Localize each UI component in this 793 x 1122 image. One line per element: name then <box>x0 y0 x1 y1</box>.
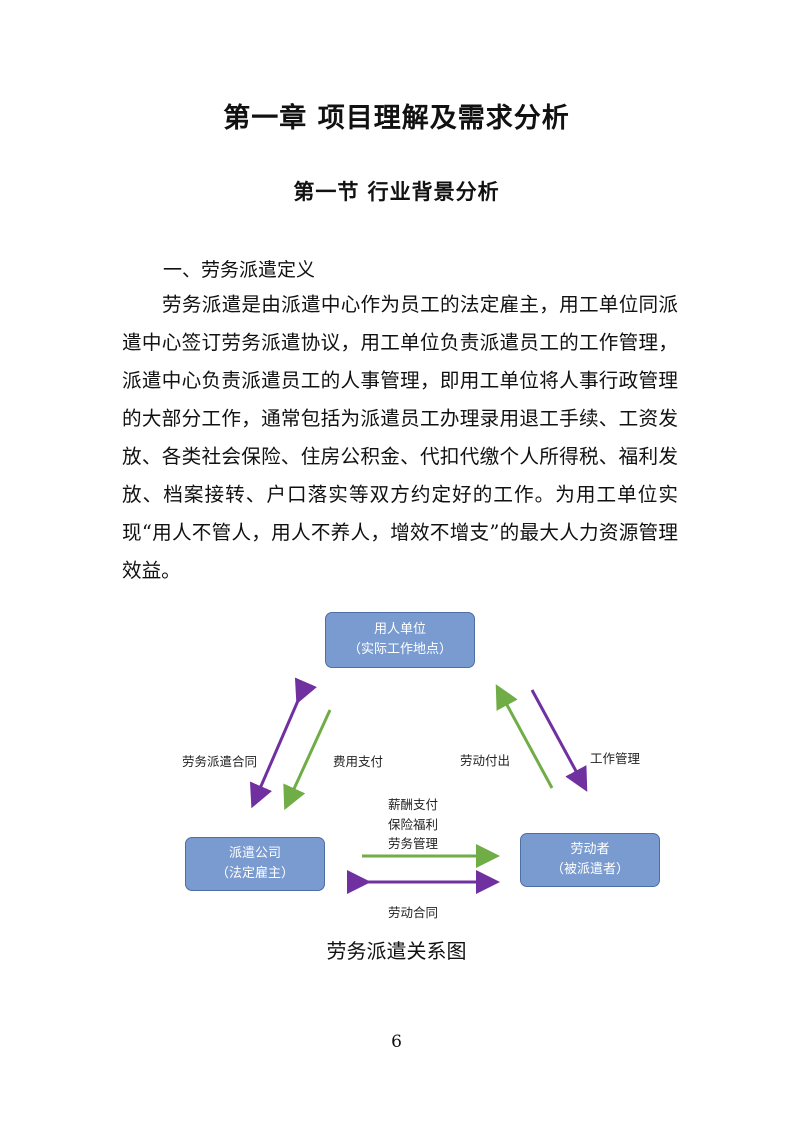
arrow-labor-output <box>495 684 554 789</box>
page-number: 6 <box>391 1032 402 1052</box>
body-paragraph: 劳务派遣是由派遣中心作为员工的法定雇主，用工单位同派遣中心签订劳务派遣协议，用工… <box>122 293 678 582</box>
employer-box: 用人单位 （实际工作地点） <box>325 612 475 668</box>
employer-name: 用人单位 <box>373 622 426 637</box>
label-labor-contract: 劳动合同 <box>388 905 439 920</box>
diagram-arrows <box>249 677 588 894</box>
label-insurance-welfare: 保险福利 <box>388 817 439 832</box>
arrow-work-management <box>530 689 588 792</box>
dispatch-company-box: 派遣公司 （法定雇主） <box>185 837 325 891</box>
arrow-fee-payment <box>283 709 332 811</box>
subsection-heading: 一、劳务派遣定义 <box>163 259 316 281</box>
dispatch-company-name: 派遣公司 <box>228 846 281 861</box>
arrow-dispatch-contract <box>249 677 317 809</box>
label-labor-output: 劳动付出 <box>460 753 511 768</box>
label-salary-payment: 薪酬支付 <box>388 797 439 812</box>
worker-subtitle: （被派遣者） <box>550 862 629 877</box>
label-fee-payment: 费用支付 <box>333 754 384 769</box>
label-work-management: 工作管理 <box>590 751 641 766</box>
label-labor-management: 劳务管理 <box>388 836 439 851</box>
diagram-caption: 劳务派遣关系图 <box>326 939 467 963</box>
chapter-title: 第一章 项目理解及需求分析 <box>223 103 570 134</box>
label-dispatch-contract: 劳务派遣合同 <box>182 754 258 769</box>
worker-box: 劳动者 （被派遣者） <box>520 833 660 887</box>
dispatch-company-subtitle: （法定雇主） <box>215 866 294 881</box>
employer-subtitle: （实际工作地点） <box>347 642 452 657</box>
worker-name: 劳动者 <box>570 842 610 857</box>
section-title: 第一节 行业背景分析 <box>293 180 500 204</box>
